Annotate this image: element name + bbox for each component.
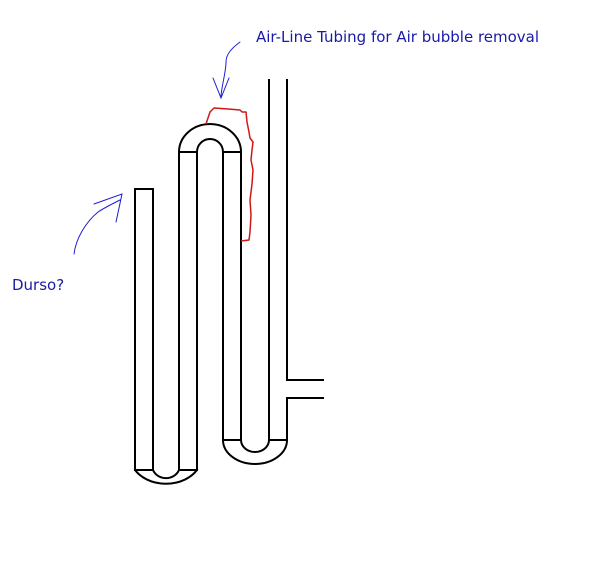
left-u-bend — [133, 468, 199, 485]
right-u-bend — [221, 438, 289, 465]
durso-arrow-icon — [73, 193, 123, 255]
air-line-tubing — [205, 107, 254, 242]
airline-arrow-icon — [212, 41, 241, 100]
drain-pipe — [268, 79, 288, 441]
siphon-right-leg — [222, 151, 242, 441]
top-u-bend — [177, 123, 243, 154]
siphon-left-leg — [178, 151, 198, 471]
durso-label: Durso? — [12, 276, 65, 294]
outlet-pipe — [286, 379, 324, 399]
durso-pipe — [134, 188, 154, 471]
airline-label: Air-Line Tubing for Air bubble removal — [256, 28, 540, 46]
